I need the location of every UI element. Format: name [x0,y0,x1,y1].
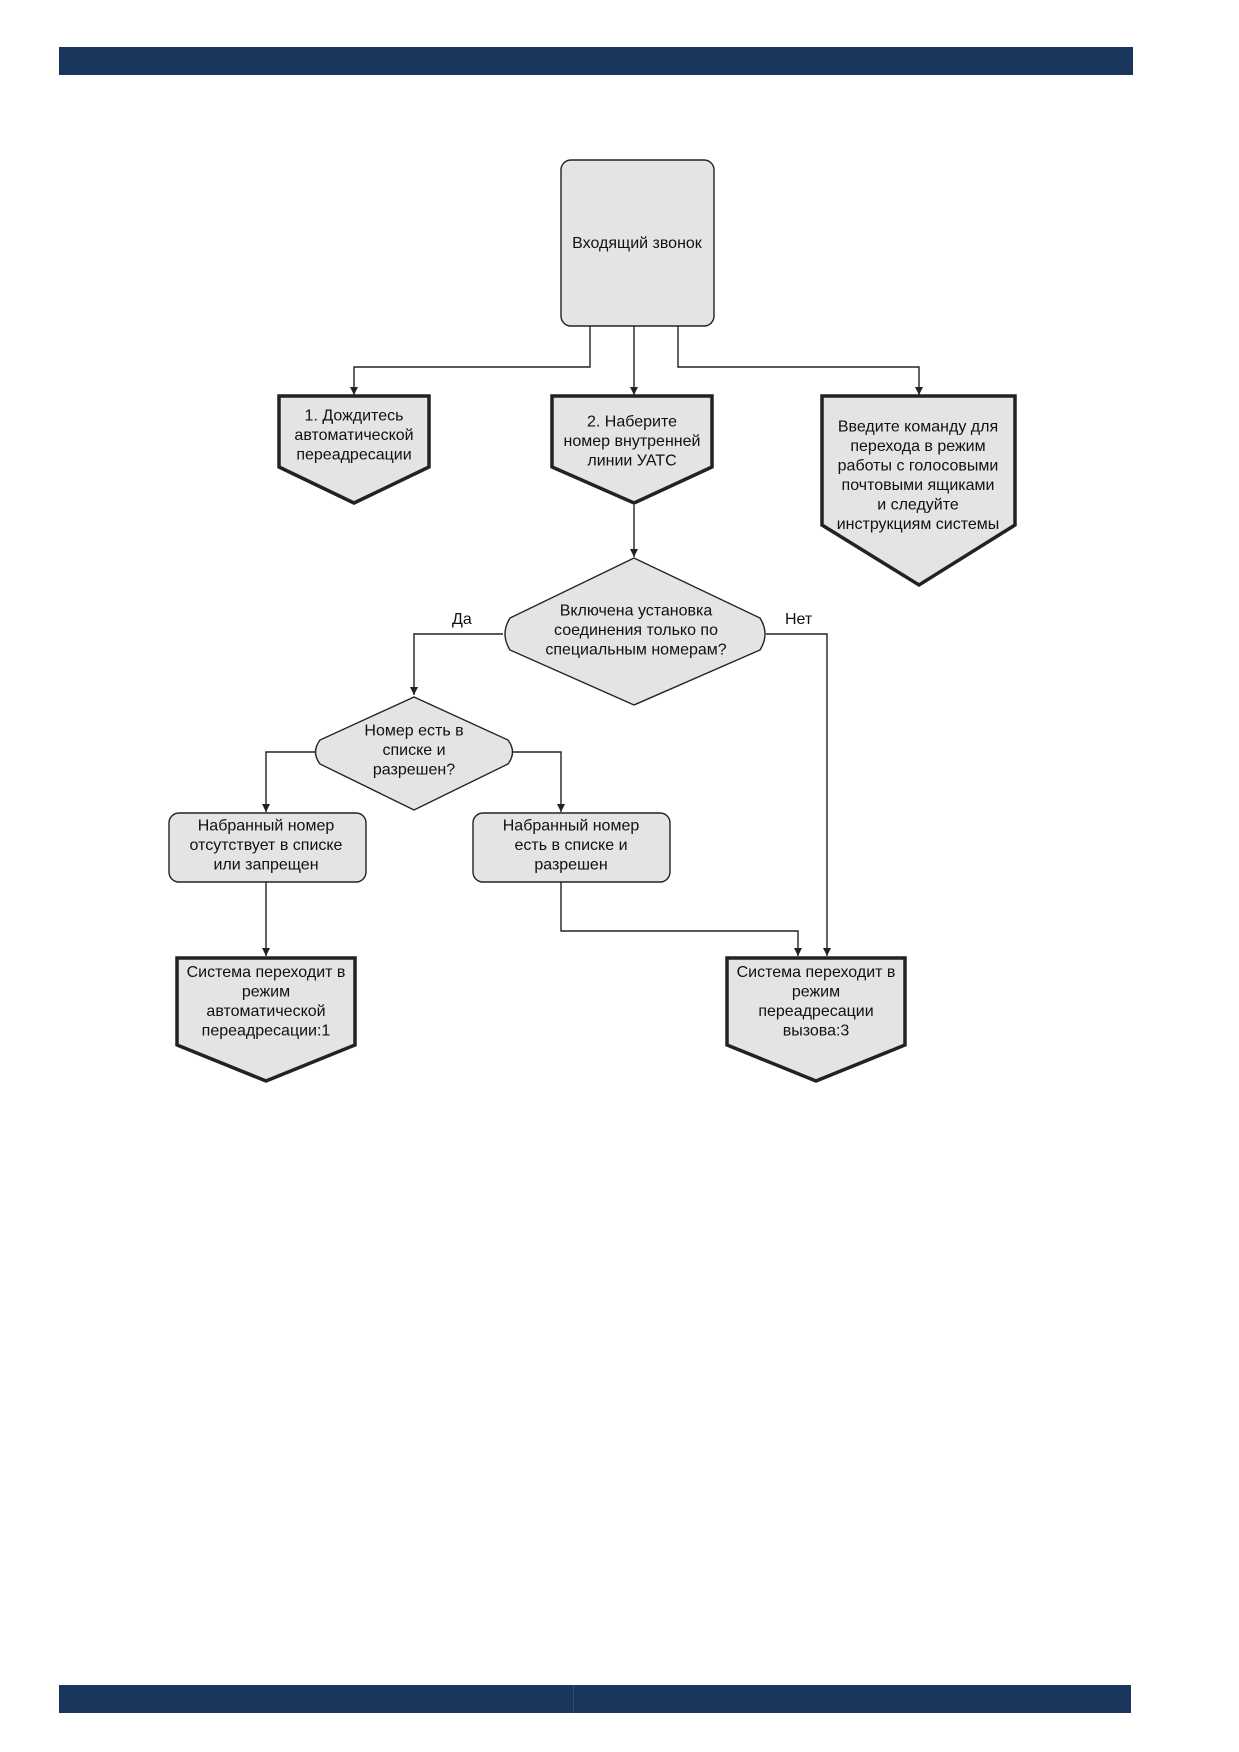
node-text-line: и следуйте [877,496,959,513]
text-wait-redirect: 1. Дождитесь автоматической переадресации [294,408,413,464]
node-text-line: 2. Наберите [587,414,677,431]
node-text-line: перехода в режим [850,438,985,455]
node-decision-in-list [314,696,514,811]
connector-incoming-voicemail [677,325,923,395]
node-text-line: или запрещен [213,857,318,874]
node-text-line: линии УАТС [587,453,676,470]
text-number-present: Набранный номер есть в списке и разрешен [503,818,640,874]
node-number-present [472,812,671,883]
node-text-line: Включена установка [560,603,713,620]
label-no: Нет [785,611,813,628]
node-wait-redirect [277,394,431,505]
node-text-line: номер внутренней [564,433,701,450]
node-decision-special-numbers [504,557,766,706]
node-text-line: Система переходит в [737,964,896,981]
node-text-line: соединения только по [554,622,718,639]
connector-decision-no [766,633,831,956]
text-call-redirect-mode: Система переходит в режим переадресации выз… [737,964,896,1040]
node-text-line: специальным номерам? [545,642,726,659]
text-dial-extension: 2. Наберите номер внутренней линии УАТС [564,414,701,470]
text-decision-in-list: Номер есть в списке и разрешен? [364,723,463,779]
node-text-line: вызова:3 [783,1022,850,1039]
footer-bar [59,1685,1131,1713]
node-text-line: Набранный номер [198,818,335,835]
node-text-line: режим [792,983,840,1000]
node-text-line: Номер есть в [364,723,463,740]
node-text-line: переадресации [296,447,411,464]
node-text-line: режим [242,983,290,1000]
node-text-line: работы с голосовыми [838,457,999,474]
connector-decision-yes [410,633,503,695]
node-text-line: переадресации [758,1003,873,1020]
footer-seam [573,1685,574,1713]
node-text-line: разрешен? [373,762,455,779]
node-text-line: почтовыми ящиками [842,477,995,494]
node-text-line: автоматической [206,1003,325,1020]
label-yes: Да [452,611,472,628]
connector-present-redirect [560,881,802,956]
text-voicemail-command: Введите команду для перехода в режим работ… [837,418,1000,533]
connector-incoming-wait [350,325,591,395]
node-voicemail-command [820,394,1017,588]
text-number-absent: Набранный номер отсутствует в списке или з… [190,818,343,874]
node-text-line: автоматической [294,427,413,444]
text-incoming-call: Входящий звонок [572,235,703,252]
node-number-absent [168,812,367,883]
node-text-line: есть в списке и [514,837,627,854]
node-text-line: переадресации:1 [202,1022,331,1039]
node-text-line: отсутствует в списке [190,837,343,854]
node-incoming-call [560,159,715,327]
header-bar [59,47,1133,75]
node-dial-extension [550,394,714,505]
text-auto-redirect-mode: Система переходит в режим автоматической пе… [187,964,346,1040]
node-call-redirect-mode [725,956,907,1083]
connector-list-absent [262,751,315,812]
node-text-line: списке и [382,742,445,759]
node-text-line: Набранный номер [503,818,640,835]
node-auto-redirect-mode [175,956,357,1083]
node-text-line: разрешен [534,857,607,874]
node-text-line: 1. Дождитесь [305,408,404,425]
node-text-line: Входящий звонок [572,235,703,252]
node-text-line: Система переходит в [187,964,346,981]
node-text-line: инструкциям системы [837,516,1000,533]
node-text-line: Введите команду для [838,418,998,435]
connector-list-present [513,751,565,812]
text-decision-special-numbers: Включена установка соединения только по сп… [545,603,726,659]
